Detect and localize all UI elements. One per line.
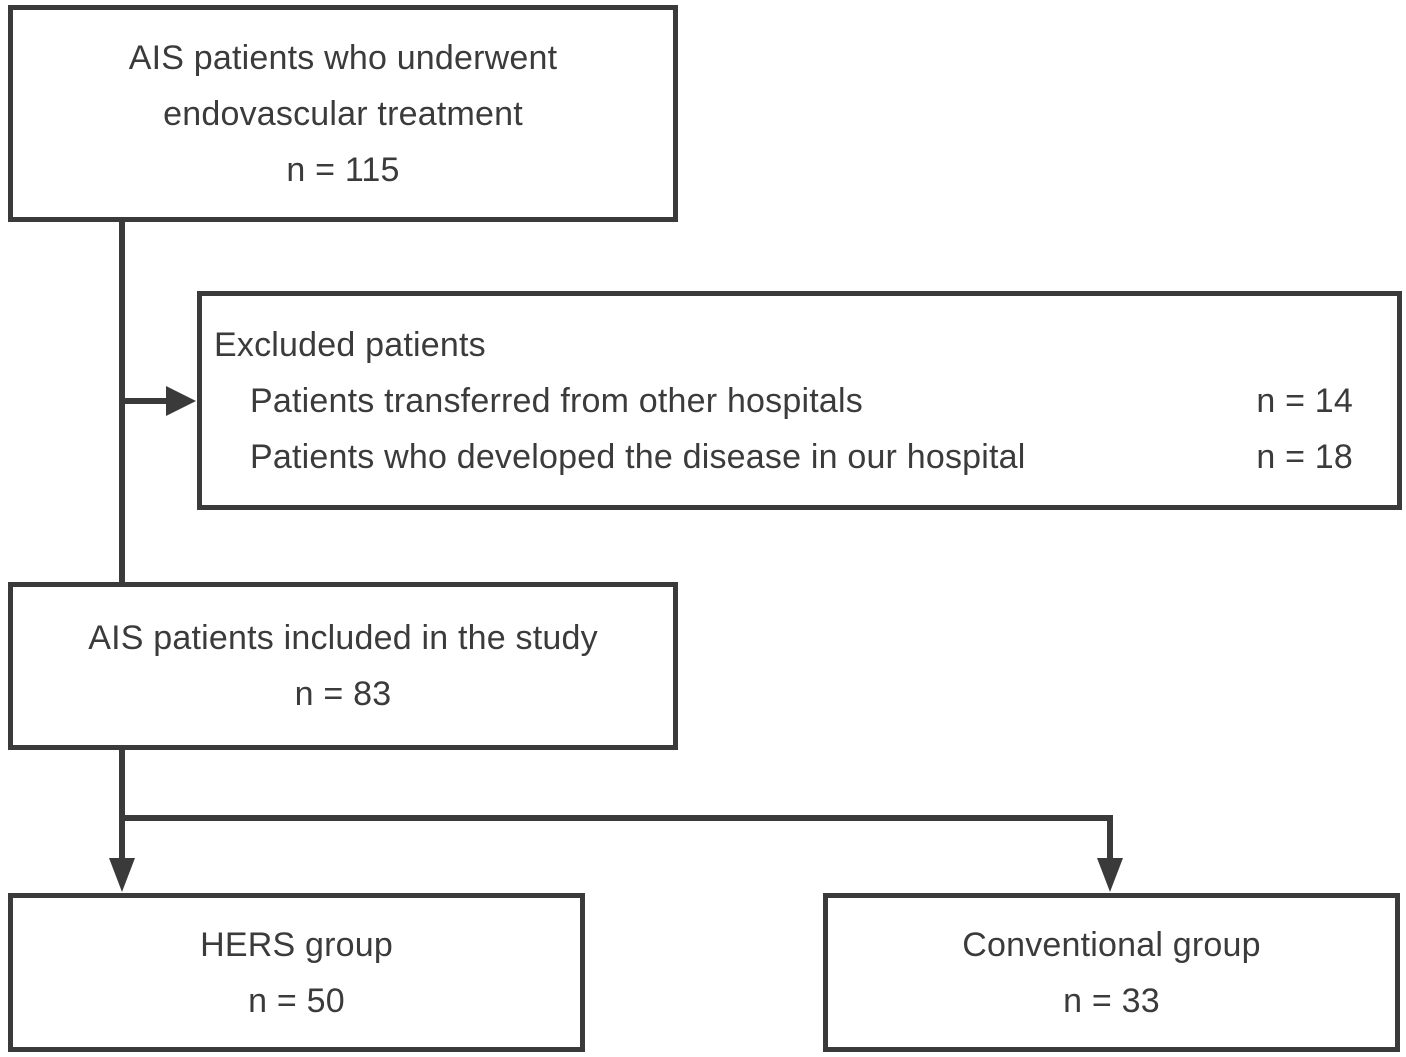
excluded-item-1-label: Patients transferred from other hospital… xyxy=(250,381,863,420)
initial-count: n = 115 xyxy=(286,150,400,189)
box-initial-patients: AIS patients who underwent endovascular … xyxy=(8,5,678,222)
box-excluded-patients: Excluded patients Patients transferred f… xyxy=(197,291,1402,510)
conventional-count: n = 33 xyxy=(1063,981,1160,1020)
excluded-title: Excluded patients xyxy=(214,325,486,364)
included-line1: AIS patients included in the study xyxy=(88,619,598,657)
initial-line1: AIS patients who underwent xyxy=(128,38,558,77)
excluded-item-1-count: n = 14 xyxy=(1256,381,1353,420)
hers-arrowhead xyxy=(109,858,135,892)
exclusion-arrowhead xyxy=(166,386,196,416)
excluded-item-row: Patients transferred from other hospital… xyxy=(202,373,1397,429)
hers-count: n = 50 xyxy=(248,981,345,1020)
hers-label: HERS group xyxy=(200,925,393,964)
excluded-item-2-label: Patients who developed the disease in ou… xyxy=(250,437,1026,476)
conventional-label: Conventional group xyxy=(962,925,1261,964)
excluded-item-row: Patients who developed the disease in ou… xyxy=(202,429,1397,485)
initial-line2: endovascular treatment xyxy=(163,94,523,133)
conventional-arrowhead xyxy=(1097,858,1123,892)
included-count: n = 83 xyxy=(294,675,392,713)
box-conventional-group: Conventional group n = 33 xyxy=(823,893,1400,1052)
excluded-item-2-count: n = 18 xyxy=(1256,437,1353,476)
box-hers-group: HERS group n = 50 xyxy=(8,893,585,1052)
box-included-patients: AIS patients included in the study n = 8… xyxy=(8,582,678,750)
